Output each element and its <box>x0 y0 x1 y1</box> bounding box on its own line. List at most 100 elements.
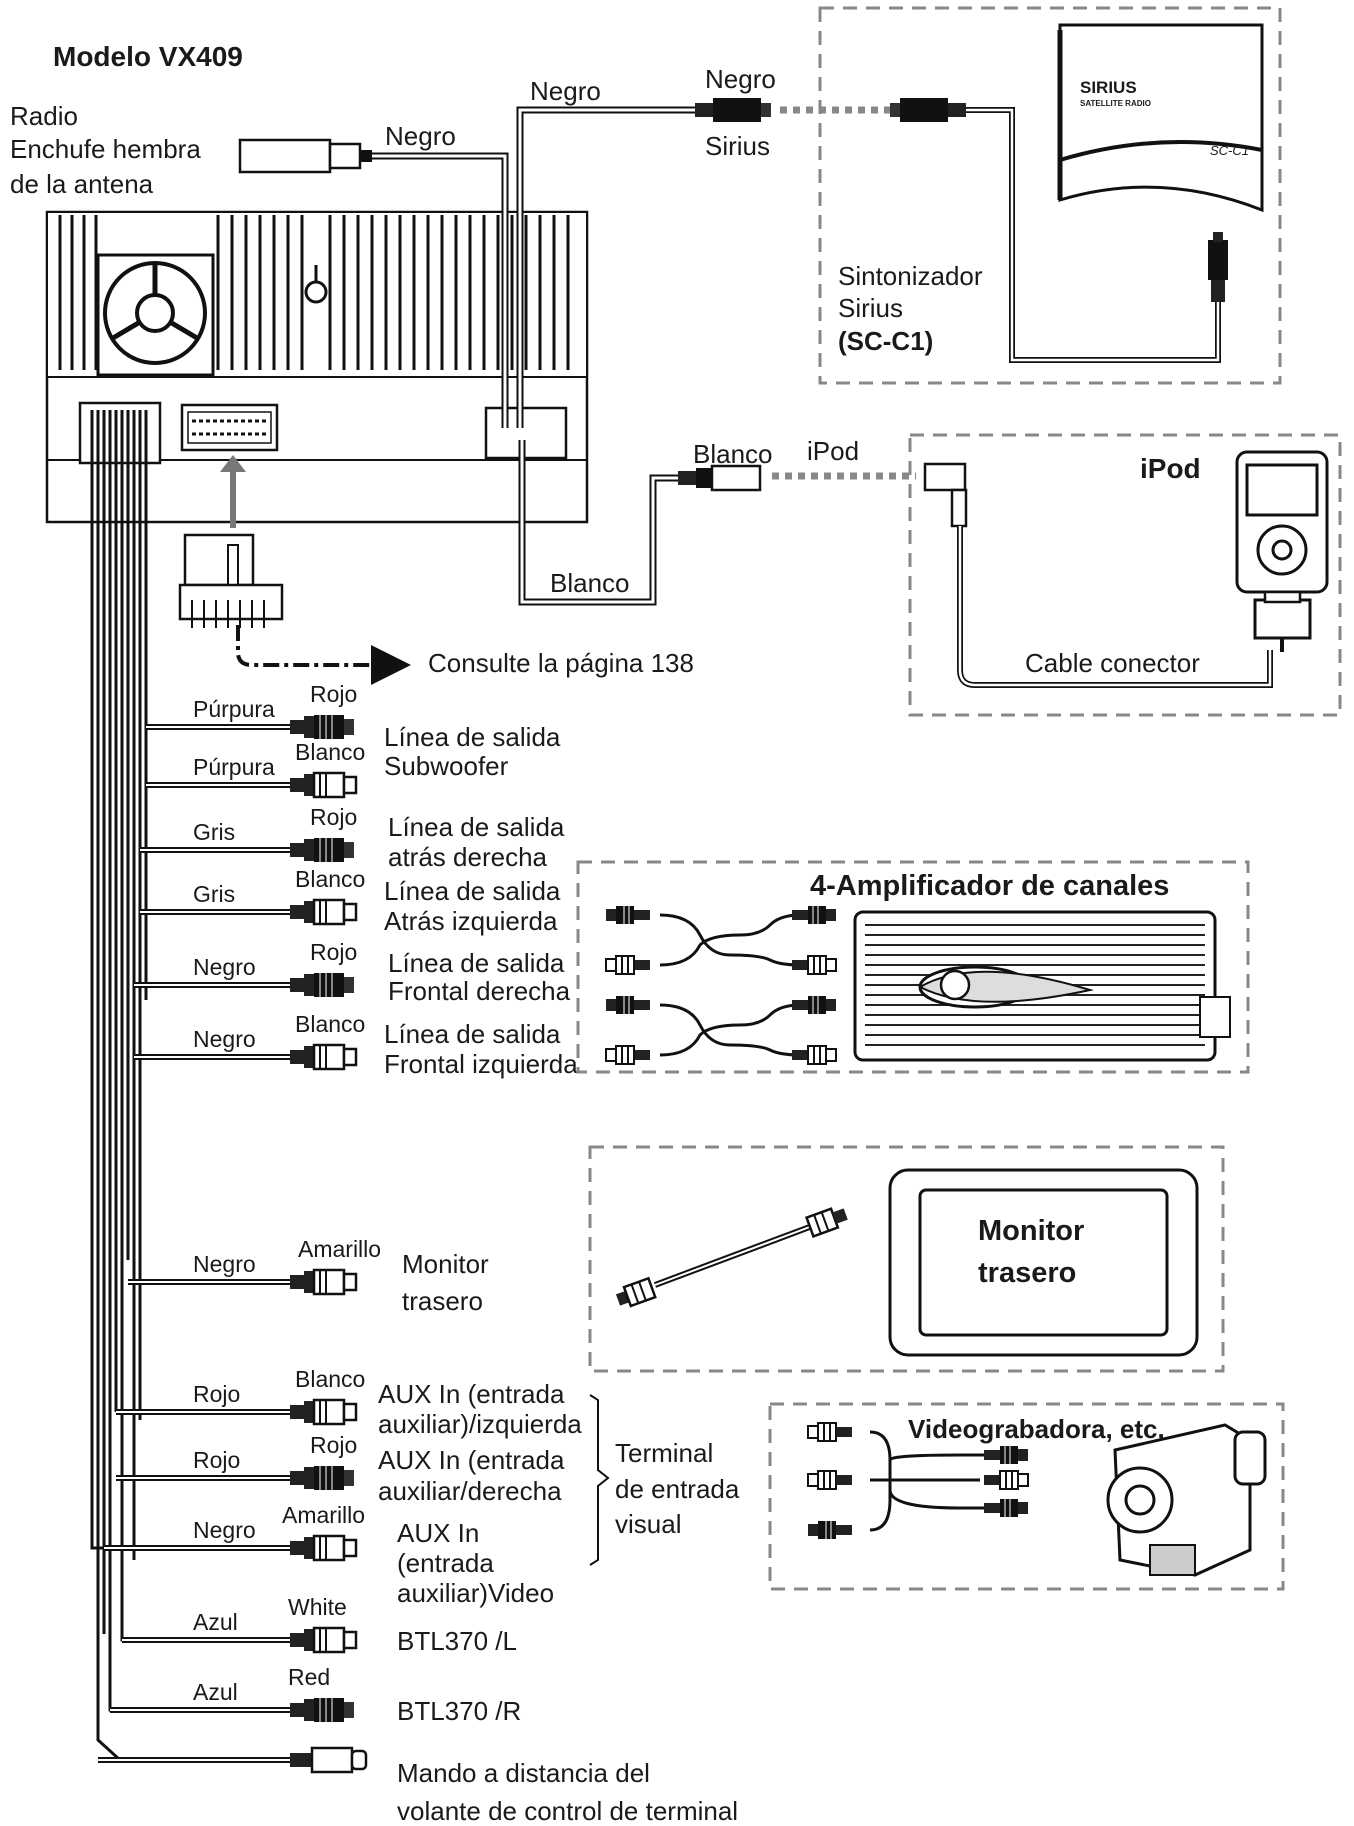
rca-plug <box>289 1697 355 1723</box>
plug-color-label: Blanco <box>295 1366 365 1392</box>
output-label: Frontal izquierda <box>384 1049 578 1079</box>
sirius-tuner-box <box>818 6 1282 385</box>
plug-color-label: Rojo <box>310 804 357 830</box>
wire-color-label: Negro <box>193 1517 256 1543</box>
rca-plug <box>289 714 355 740</box>
rca-plug <box>288 898 358 926</box>
plug-color-label: White <box>288 1594 347 1620</box>
output-label: volante de control de terminal <box>397 1796 738 1826</box>
plug-color-label: Blanco <box>295 1011 365 1037</box>
visual-input-label-2: de entrada <box>615 1474 740 1504</box>
rca-plug <box>289 837 355 863</box>
rca-plug <box>289 1465 355 1491</box>
output-label: Subwoofer <box>384 751 509 781</box>
ipod-cable-label: Cable conector <box>1025 648 1200 678</box>
plug-color-label: Red <box>288 1664 330 1690</box>
remote-plug <box>290 1746 368 1774</box>
wire-color-label: Azul <box>193 1679 238 1705</box>
wire-color-label: Negro <box>193 1251 256 1277</box>
amplifier-device <box>853 910 1231 1062</box>
camcorder-box <box>768 1402 1285 1591</box>
output-label: AUX In <box>397 1518 479 1548</box>
rca-plug <box>288 1626 358 1654</box>
amplifier-rca-plugs-right <box>791 905 837 1065</box>
rca-plug <box>288 1534 358 1562</box>
camcorder-cables <box>869 1430 985 1532</box>
sirius-model-tag: SC-C1 <box>1210 143 1249 158</box>
amplifier-rca-cables <box>659 913 801 1057</box>
plug-color-label: Blanco <box>295 739 365 765</box>
ipod-wire-label: Blanco <box>550 568 630 598</box>
wire-color-label: Negro <box>193 954 256 980</box>
output-label: BTL370 /L <box>397 1626 517 1656</box>
wire-color-label: Negro <box>193 1026 256 1052</box>
monitor-label-1: Monitor <box>978 1215 1084 1247</box>
amplifier-box <box>576 860 1250 1074</box>
camcorder-title: Videograbadora, etc. <box>908 1414 1165 1444</box>
sirius-tuner-label-1: Sintonizador <box>838 261 983 291</box>
antenna-label-2: Enchufe hembra <box>10 134 201 164</box>
visual-input-label-3: visual <box>615 1509 681 1539</box>
output-label: Línea de salida <box>388 948 565 978</box>
sirius-plug-label: Sirius <box>705 131 770 161</box>
ipod-plug <box>678 464 762 492</box>
rca-plug <box>289 972 355 998</box>
wire-color-label: Gris <box>193 819 235 845</box>
antenna-label-3: de la antena <box>10 169 154 199</box>
rca-plug <box>288 771 358 799</box>
output-label: AUX In (entrada <box>378 1445 565 1475</box>
plug-color-label: Rojo <box>310 681 357 707</box>
ipod-cable-connector <box>923 462 968 528</box>
visual-input-label-1: Terminal <box>615 1438 713 1468</box>
ipod-box <box>908 433 1342 717</box>
output-label: Mando a distancia del <box>397 1758 650 1788</box>
output-label: AUX In (entrada <box>378 1379 565 1409</box>
camcorder-plugs-right <box>983 1445 1029 1518</box>
rca-plug <box>288 1398 358 1426</box>
sirius-plug <box>695 98 771 122</box>
output-label: Frontal derecha <box>388 976 571 1006</box>
output-label: Línea de salida <box>384 722 561 752</box>
sirius-brand: SIRIUS <box>1080 78 1137 97</box>
wire-color-label: Rojo <box>193 1381 240 1407</box>
plug-color-label: Amarillo <box>282 1502 365 1528</box>
plug-color-label: Amarillo <box>298 1236 381 1262</box>
sirius-tuner-label-3: (SC-C1) <box>838 326 933 356</box>
output-label: auxiliar)Video <box>397 1578 554 1608</box>
harness-plug <box>178 533 284 628</box>
wire-color-label: Púrpura <box>193 696 275 722</box>
camcorder-icon <box>1106 1423 1267 1577</box>
output-label: Línea de salida <box>388 812 565 842</box>
sirius-tuner-connector <box>890 98 966 122</box>
sirius-wire-label: Negro <box>530 76 601 106</box>
rca-plug <box>288 1268 358 1296</box>
wire-color-label: Azul <box>193 1609 238 1635</box>
sirius-tuner-device <box>1057 23 1264 213</box>
output-label: auxiliar/derecha <box>378 1476 562 1506</box>
plug-color-label: Blanco <box>295 866 365 892</box>
output-row: Mando a distancia del volante de control … <box>98 1746 738 1826</box>
output-label: Atrás izquierda <box>384 906 558 936</box>
head-unit <box>45 210 589 524</box>
harness-ref-label: Consulte la página 138 <box>428 648 694 678</box>
rca-plug <box>288 1043 358 1071</box>
sirius-brand-sub: SATELLITE RADIO <box>1080 99 1151 108</box>
monitor-label-2: trasero <box>978 1257 1076 1289</box>
sirius-tuner-label-2: Sirius <box>838 293 903 323</box>
camcorder-plugs-left <box>807 1422 853 1540</box>
model-title: Modelo VX409 <box>53 41 243 72</box>
rear-monitor-icon <box>888 1168 1199 1357</box>
